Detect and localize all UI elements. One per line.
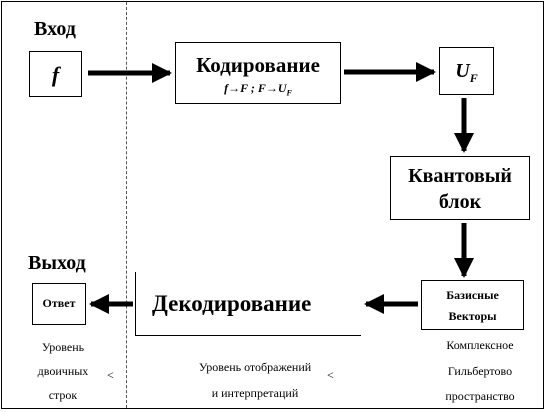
quantum-title-line1: Квантовый	[408, 165, 512, 187]
coding-box: Кодирование f→F ; F→UF	[175, 42, 341, 104]
quantum-block: Квантовый блок	[390, 156, 530, 220]
answer-box: Ответ	[32, 283, 86, 325]
middle-caption-line1: Уровень отображений	[198, 360, 312, 374]
left-caption-line1: Уровень	[41, 340, 85, 354]
separator-mark-middle: <	[327, 368, 334, 382]
uf-symbol: UF	[440, 60, 493, 86]
separator-mark-left: <	[107, 368, 114, 382]
coding-formula-subscript: F	[286, 88, 292, 98]
left-caption-line2: двоичных	[37, 364, 89, 378]
middle-caption-line2: и интерпретаций	[211, 386, 299, 400]
input-box: f	[29, 51, 82, 97]
uf-box: UF	[439, 47, 494, 95]
coding-formula: f→F ; F→UF	[176, 81, 340, 97]
level-separator	[126, 2, 127, 408]
basis-line2: Векторы	[448, 309, 497, 323]
left-caption-line3: строк	[48, 388, 78, 402]
right-caption-line1: Комплексное	[446, 338, 514, 352]
right-caption-line2: Гильбертово	[447, 364, 513, 378]
uf-symbol-subscript: F	[469, 71, 478, 85]
basis-vectors-box: Базисные Векторы	[421, 280, 524, 330]
input-title: Вход	[34, 18, 76, 40]
decoding-title: Декодирование	[152, 291, 312, 316]
output-title: Выход	[28, 252, 86, 274]
quantum-title-line2: блок	[438, 191, 482, 213]
basis-line1: Базисные	[446, 288, 499, 302]
input-symbol: f	[51, 62, 60, 87]
coding-formula-text: f→F ; F→U	[224, 81, 287, 95]
uf-symbol-main: U	[455, 60, 470, 82]
answer-label: Ответ	[42, 296, 76, 310]
right-caption-line3: пространство	[445, 389, 515, 403]
decoding-box	[135, 272, 361, 336]
coding-title: Кодирование	[196, 53, 320, 77]
